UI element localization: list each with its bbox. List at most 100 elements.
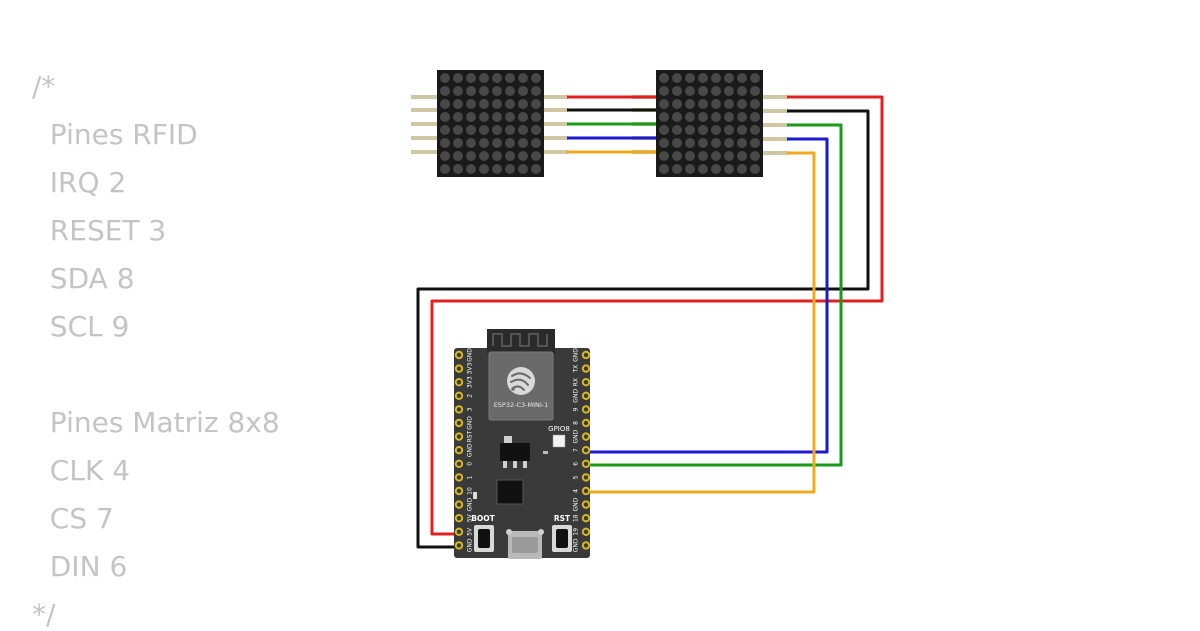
led-dot bbox=[698, 99, 708, 109]
led-dot bbox=[492, 73, 502, 83]
board-pin-right[interactable] bbox=[581, 514, 591, 523]
module-label: ESP32-C3-MINI-1 bbox=[494, 401, 549, 409]
board-pin-left[interactable] bbox=[454, 364, 464, 373]
board-pin-left[interactable] bbox=[454, 459, 464, 468]
led-dot bbox=[440, 112, 450, 122]
board-pin-right[interactable] bbox=[581, 364, 591, 373]
board-pin-left[interactable] bbox=[454, 350, 464, 360]
led-dot bbox=[453, 86, 463, 96]
led-dot bbox=[724, 73, 734, 83]
pin-label: 3V3 bbox=[467, 363, 474, 375]
led-dot bbox=[531, 138, 541, 148]
led-dot bbox=[440, 99, 450, 109]
led-dot bbox=[492, 99, 502, 109]
header-pin bbox=[762, 151, 788, 155]
board-pin-right[interactable] bbox=[581, 418, 591, 428]
pin-label: RST bbox=[467, 430, 474, 442]
board-pin-right[interactable] bbox=[581, 486, 591, 496]
header-pin bbox=[762, 109, 788, 113]
led-dot bbox=[698, 86, 708, 96]
board-pin-left[interactable] bbox=[454, 418, 464, 428]
board-pin-right[interactable] bbox=[581, 350, 591, 360]
led-dot bbox=[737, 125, 747, 135]
comment-line: Pines Matriz 8x8 bbox=[32, 406, 280, 439]
led-dot bbox=[453, 125, 463, 135]
board-pin-left[interactable] bbox=[454, 446, 464, 455]
pin-label: 9 bbox=[573, 407, 580, 411]
led-dot bbox=[750, 151, 760, 161]
header-pin bbox=[543, 136, 568, 140]
board-pin-left[interactable] bbox=[454, 391, 464, 400]
comment-line: IRQ 2 bbox=[32, 166, 127, 199]
board-pin-right[interactable] bbox=[581, 541, 591, 550]
header-pin bbox=[411, 150, 438, 154]
board-pin-right[interactable] bbox=[581, 391, 591, 400]
wire-din bbox=[586, 123, 843, 467]
board-pin-right[interactable] bbox=[581, 459, 591, 468]
led-dot bbox=[440, 73, 450, 83]
header-pin bbox=[411, 122, 438, 126]
board-pin-left[interactable] bbox=[454, 500, 464, 509]
board-pin-right[interactable] bbox=[581, 500, 591, 509]
led-dot bbox=[466, 151, 476, 161]
pin-label: 7 bbox=[573, 448, 580, 452]
pin-label: 8 bbox=[573, 421, 580, 425]
header-pin bbox=[543, 122, 568, 126]
led-dot bbox=[492, 138, 502, 148]
led-dot bbox=[737, 164, 747, 174]
board-pin-left[interactable] bbox=[454, 541, 464, 550]
voltage-regulator-icon bbox=[500, 436, 530, 468]
led-dot bbox=[518, 99, 528, 109]
board-pin-left[interactable] bbox=[454, 432, 464, 441]
led-dot bbox=[685, 99, 695, 109]
led-dot bbox=[479, 151, 489, 161]
led-dot bbox=[531, 99, 541, 109]
pin-label: 2 bbox=[467, 394, 474, 398]
header-pin bbox=[411, 136, 438, 140]
board-pin-right[interactable] bbox=[581, 432, 591, 441]
pin-label: 6 bbox=[573, 462, 580, 466]
led-dot bbox=[659, 86, 669, 96]
led-dot bbox=[750, 138, 760, 148]
led-dot bbox=[453, 112, 463, 122]
led-dot bbox=[466, 86, 476, 96]
led-dot bbox=[453, 151, 463, 161]
led-dot bbox=[479, 125, 489, 135]
wire-gnd bbox=[416, 109, 870, 549]
led-dot bbox=[479, 73, 489, 83]
boot-button-cap[interactable] bbox=[478, 529, 490, 548]
led-dot bbox=[505, 112, 515, 122]
header-pin bbox=[762, 137, 788, 141]
led-dot bbox=[466, 112, 476, 122]
board-pin-right[interactable] bbox=[581, 378, 591, 387]
pin-label: TX bbox=[573, 365, 580, 374]
board-pin-left[interactable] bbox=[454, 405, 464, 414]
led-matrix-1 bbox=[437, 70, 544, 177]
led-dot bbox=[711, 125, 721, 135]
boot-label: BOOT bbox=[471, 514, 495, 523]
led-dot bbox=[479, 86, 489, 96]
led-dot bbox=[492, 112, 502, 122]
led-dot bbox=[531, 151, 541, 161]
board-pin-left[interactable] bbox=[454, 486, 464, 496]
board-pin-left[interactable] bbox=[454, 527, 464, 536]
board-pin-right[interactable] bbox=[581, 473, 591, 482]
reset-button-cap[interactable] bbox=[556, 529, 568, 548]
board-pin-right[interactable] bbox=[581, 446, 591, 455]
led-dot bbox=[492, 151, 502, 161]
led-dot bbox=[698, 112, 708, 122]
led-dot bbox=[659, 164, 669, 174]
pin-label: GND bbox=[573, 429, 580, 443]
board-pin-right[interactable] bbox=[581, 405, 591, 414]
led-dot bbox=[750, 99, 760, 109]
led-dot bbox=[698, 138, 708, 148]
pin-label: GND bbox=[467, 348, 474, 362]
gpio8-label: GPIO8 bbox=[548, 425, 570, 433]
board-pin-left[interactable] bbox=[454, 378, 464, 387]
led-dot bbox=[698, 151, 708, 161]
board-pin-left[interactable] bbox=[454, 473, 464, 482]
board-pin-left[interactable] bbox=[454, 514, 464, 523]
pin-label: 5V bbox=[467, 527, 474, 536]
board-pin-right[interactable] bbox=[581, 527, 591, 536]
